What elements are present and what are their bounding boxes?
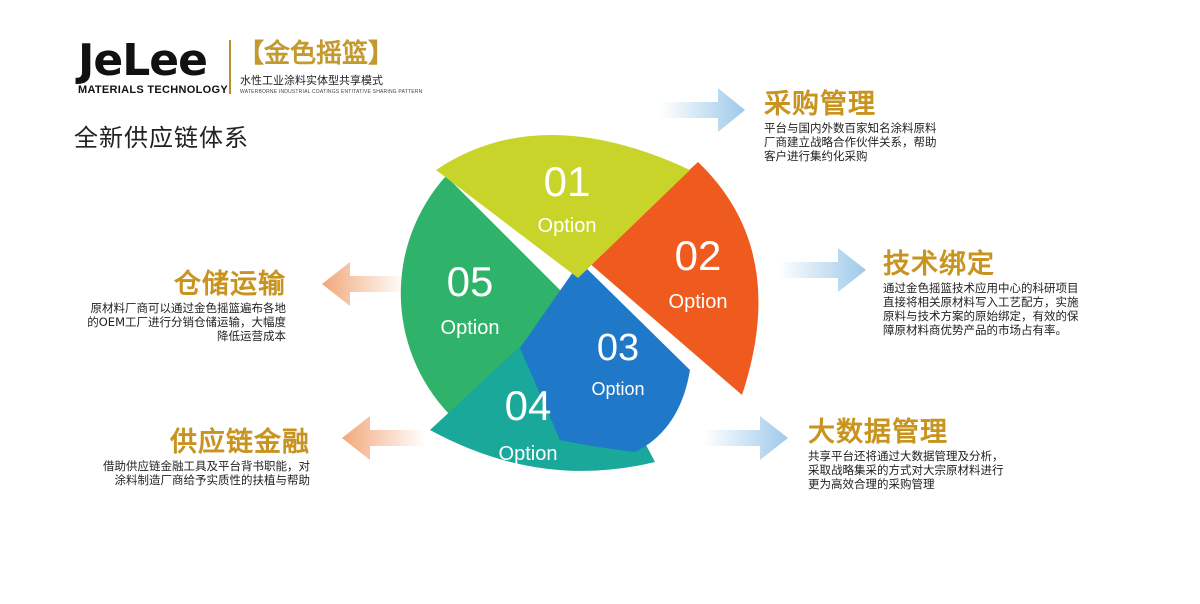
arrow-procurement bbox=[660, 88, 745, 132]
item-desc-line: 共享平台还将通过大数据管理及分析， bbox=[808, 449, 1004, 463]
segment-05-number: 05 bbox=[447, 258, 494, 305]
item-title: 仓储运输 bbox=[174, 269, 286, 300]
item-desc-line: 原料与技术方案的原始绑定，有效的保 bbox=[883, 309, 1079, 323]
item-desc-line: 的OEM工厂进行分销仓储运输，大幅度 bbox=[87, 315, 286, 329]
brand-tagline-cn: 水性工业涂料实体型共享模式 bbox=[240, 74, 383, 87]
logo-divider bbox=[229, 40, 231, 94]
item-desc-line: 借助供应链金融工具及平台背书职能，对 bbox=[103, 459, 310, 473]
item-description: 借助供应链金融工具及平台背书职能，对 涂料制造厂商给予实质性的扶植与帮助 bbox=[60, 459, 310, 487]
segment-03 bbox=[520, 262, 690, 452]
segment-05 bbox=[400, 176, 570, 420]
segment-01-label: Option bbox=[538, 215, 597, 237]
arrow-tech-binding bbox=[778, 248, 866, 292]
arrow-warehouse bbox=[322, 262, 405, 306]
item-desc-line: 原材料厂商可以通过金色摇篮遍布各地 bbox=[90, 301, 287, 315]
item-title: 采购管理 bbox=[764, 89, 876, 120]
segment-02-number: 02 bbox=[675, 232, 722, 279]
item-title: 供应链金融 bbox=[170, 427, 310, 458]
item-procurement: 采购管理 平台与国内外数百家知名涂料原料 厂商建立战略合作伙伴关系，帮助 客户进… bbox=[764, 82, 1004, 163]
segment-02 bbox=[588, 162, 759, 395]
brand-tagline-en: WATERBORNE INDUSTRIAL COATINGS ENTITATIV… bbox=[240, 89, 423, 95]
logo-subtitle: MATERIALS TECHNOLOGY bbox=[78, 84, 229, 96]
arrow-big-data bbox=[704, 416, 788, 460]
item-warehouse: 仓储运输 原材料厂商可以通过金色摇篮遍布各地 的OEM工厂进行分销仓储运输，大幅… bbox=[56, 262, 286, 343]
company-logo: JeLee MATERIALS TECHNOLOGY 【金色摇篮】 水性工业涂料… bbox=[78, 35, 422, 98]
segment-01 bbox=[436, 135, 690, 278]
brand-name-cn: 【金色摇篮】 bbox=[238, 39, 395, 69]
item-desc-line: 直接将相关原材料写入工艺配方，实施 bbox=[883, 295, 1079, 309]
arrow-finance bbox=[342, 416, 425, 460]
item-desc-line: 障原材料商优势产品的市场占有率。 bbox=[883, 323, 1067, 337]
segment-03-label: Option bbox=[591, 379, 644, 399]
item-desc-line: 降低运营成本 bbox=[217, 329, 286, 343]
item-desc-line: 厂商建立战略合作伙伴关系，帮助 bbox=[764, 135, 937, 149]
item-description: 通过金色摇篮技术应用中心的科研项目 直接将相关原材料写入工艺配方，实施 原料与技… bbox=[883, 281, 1133, 337]
segment-02-label: Option bbox=[669, 291, 728, 313]
item-description: 共享平台还将通过大数据管理及分析， 采取战略集采的方式对大宗原材料进行 更为高效… bbox=[808, 449, 1058, 491]
system-title: 全新供应链体系 bbox=[74, 124, 249, 152]
item-title: 技术绑定 bbox=[883, 249, 995, 280]
segment-04-label: Option bbox=[499, 443, 558, 465]
item-finance: 供应链金融 借助供应链金融工具及平台背书职能，对 涂料制造厂商给予实质性的扶植与… bbox=[60, 420, 310, 487]
item-title: 大数据管理 bbox=[808, 417, 948, 448]
item-tech-binding: 技术绑定 通过金色摇篮技术应用中心的科研项目 直接将相关原材料写入工艺配方，实施… bbox=[883, 242, 1133, 337]
segment-05-label: Option bbox=[441, 317, 500, 339]
item-description: 平台与国内外数百家知名涂料原料 厂商建立战略合作伙伴关系，帮助 客户进行集约化采… bbox=[764, 121, 1004, 163]
item-desc-line: 通过金色摇篮技术应用中心的科研项目 bbox=[883, 281, 1079, 295]
segment-03-number: 03 bbox=[597, 327, 639, 369]
item-desc-line: 采取战略集采的方式对大宗原材料进行 bbox=[808, 463, 1004, 477]
item-desc-line: 更为高效合理的采购管理 bbox=[808, 477, 935, 491]
segment-04-number: 04 bbox=[505, 382, 552, 429]
logo-wordmark: JeLee bbox=[78, 35, 208, 86]
item-big-data: 大数据管理 共享平台还将通过大数据管理及分析， 采取战略集采的方式对大宗原材料进… bbox=[808, 410, 1058, 491]
item-description: 原材料厂商可以通过金色摇篮遍布各地 的OEM工厂进行分销仓储运输，大幅度 降低运… bbox=[56, 301, 286, 343]
item-desc-line: 涂料制造厂商给予实质性的扶植与帮助 bbox=[114, 473, 311, 487]
item-desc-line: 平台与国内外数百家知名涂料原料 bbox=[764, 121, 937, 135]
segment-01-number: 01 bbox=[544, 158, 591, 205]
item-desc-line: 客户进行集约化采购 bbox=[764, 149, 868, 163]
